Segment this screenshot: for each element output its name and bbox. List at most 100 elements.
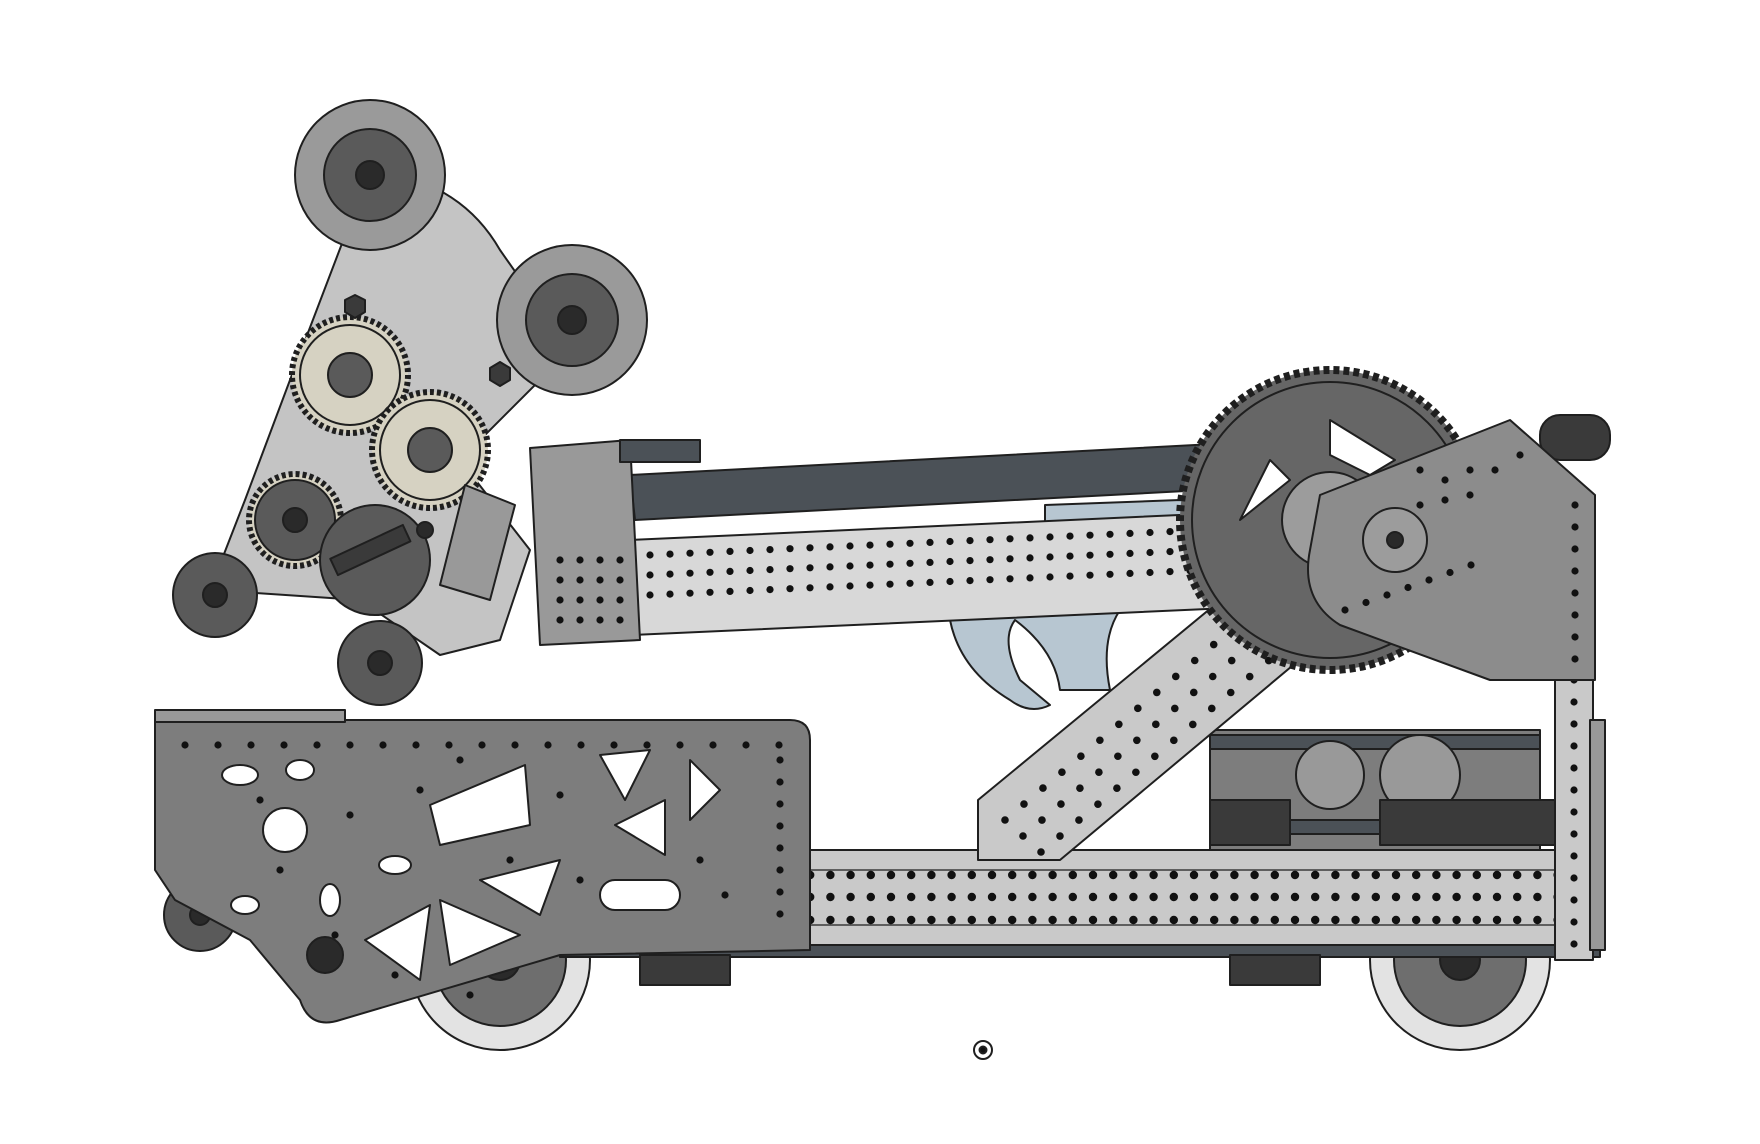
chassis-hole [1452,915,1461,925]
intake-motor [319,504,434,616]
upright-hole [1570,940,1578,948]
chassis-hole [1028,892,1037,902]
plate-hole [721,891,729,899]
arm-hole [826,583,834,591]
chassis-hole [1189,892,1199,902]
arm-hole [746,566,754,575]
diagonal-hole [1058,768,1066,776]
arm-hole [1046,533,1054,541]
plate-hole [416,786,424,794]
chassis-hole [1513,870,1522,880]
chassis-hole [1109,892,1118,902]
diagonal-hole [1113,784,1121,792]
chassis-hole [1432,870,1441,880]
chassis-hole [1008,870,1017,880]
endblock-hole [616,556,624,564]
plate-hole [214,741,222,749]
intake-flywheel-top [294,99,446,251]
endblock-hole [596,576,604,584]
plate-hole [506,856,514,864]
chassis-hole [1391,892,1401,902]
diagonal-hole [1095,768,1103,776]
arm-hole [786,585,794,593]
arm-hole [986,556,994,564]
chassis-hole [1492,892,1502,902]
diagonal-hole [1133,736,1141,745]
plate-hole [776,800,784,808]
right-end-plate [1589,719,1606,951]
arm-hole [1026,534,1034,542]
plate-hole [256,796,264,804]
intake-roller-left [172,552,258,638]
pivot-hole [1362,598,1370,607]
chassis-hole [1250,870,1259,880]
chassis-hole [1351,915,1360,925]
diagonal-hole [1037,848,1045,856]
arm-hole [1146,548,1154,557]
upright-hole [1570,698,1578,706]
arm-hole [686,569,694,577]
plate-hole [556,791,564,799]
plate-hole [577,741,585,749]
chassis-hole [1250,915,1259,925]
arm-hole [946,557,954,566]
chassis-hole [1189,870,1199,880]
endblock-hole [576,596,584,604]
diagonal-hole [1190,656,1199,665]
chassis-hole [1088,870,1098,880]
plate-hole [445,741,453,749]
arm-hole [686,589,694,597]
chassis-hole [1210,915,1219,925]
pivot-hole [1341,606,1349,614]
chassis-hole [1270,870,1280,880]
arm-hole [646,551,654,559]
plate-hole [696,856,704,864]
chassis-hole [826,915,835,925]
plate-hole [313,741,321,749]
arm-hole [1146,528,1154,537]
arm-hole [1006,555,1014,563]
chassis-hole [1452,870,1461,880]
chassis-hole [1169,915,1179,925]
diagonal-hole [1227,656,1236,665]
arm-hole [1006,575,1014,583]
chassis-hole [1492,915,1502,925]
chassis-hole [1452,892,1461,902]
chassis-hole [1149,915,1158,925]
arm-hole [906,539,914,547]
plate-hole [775,741,783,749]
intake-gear-middle [369,389,491,511]
chassis-hole [1149,892,1158,902]
bearing-block-right [1229,954,1321,986]
arm-hole [1086,531,1094,539]
diagonal-hole [1134,704,1142,713]
plate-hole [776,910,784,918]
chassis-hole [1533,892,1542,902]
arm-hole [786,545,794,553]
chassis-hole [1048,870,1057,880]
chassis-hole [1533,870,1542,880]
chassis-hole [1210,892,1219,902]
chassis-hole [1492,870,1502,880]
pivot-hole [1466,466,1474,474]
endblock-hole [596,596,604,604]
plate-hole [776,844,784,852]
origin-target-icon[interactable] [973,1040,993,1060]
pivot-hole [1441,496,1449,504]
arm-hole [1066,532,1074,540]
diagonal-hole [1038,816,1046,824]
chassis-hole [1169,892,1179,902]
chassis-hole [1230,892,1239,902]
plate-hole [776,866,784,874]
endblock-hole [556,616,564,624]
chassis-hole [1250,892,1259,902]
endblock-hole [596,556,604,564]
arm-hole [886,580,894,588]
arm-hole [806,584,814,592]
chassis-hole [1008,892,1017,902]
plate-hole [709,741,717,749]
diagonal-hole [1020,800,1028,808]
arm-hole [906,559,914,567]
diagonal-hole [1264,656,1273,665]
